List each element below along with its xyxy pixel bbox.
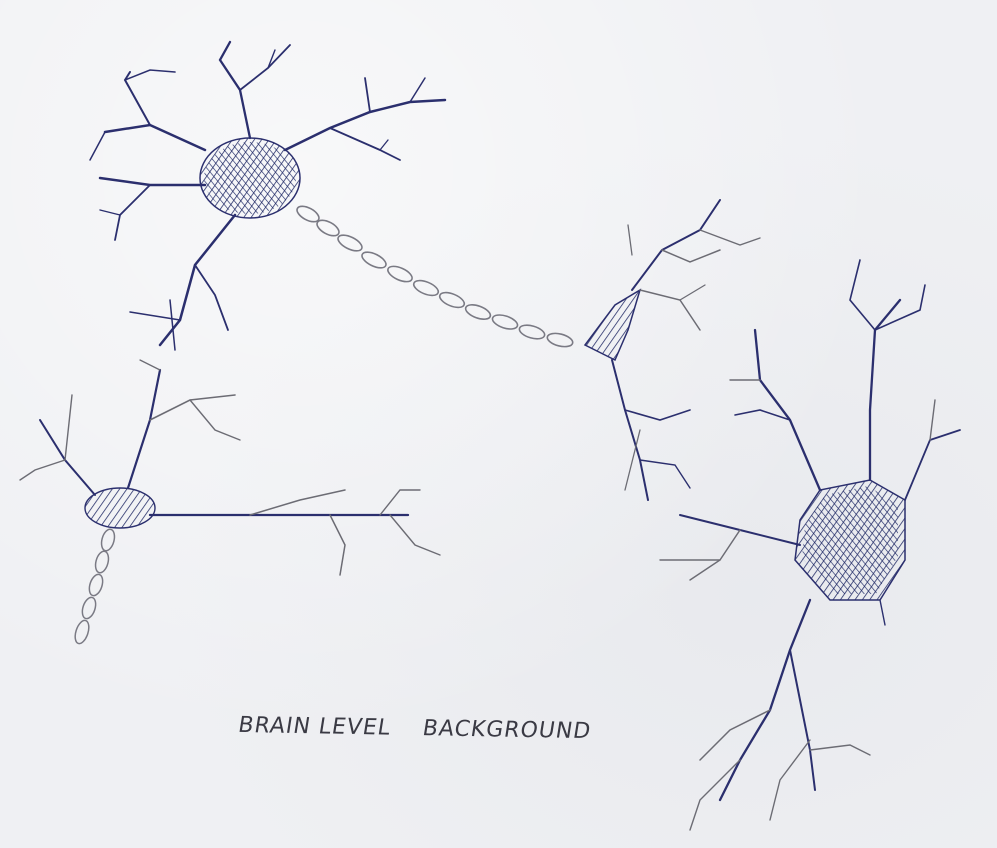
neuron-right [660,260,960,830]
axon-chain-top [295,203,574,349]
axon-chain-left [73,528,117,645]
neuron-center [585,200,760,500]
neuron-left [20,360,440,575]
neuron-top-left [90,42,445,350]
